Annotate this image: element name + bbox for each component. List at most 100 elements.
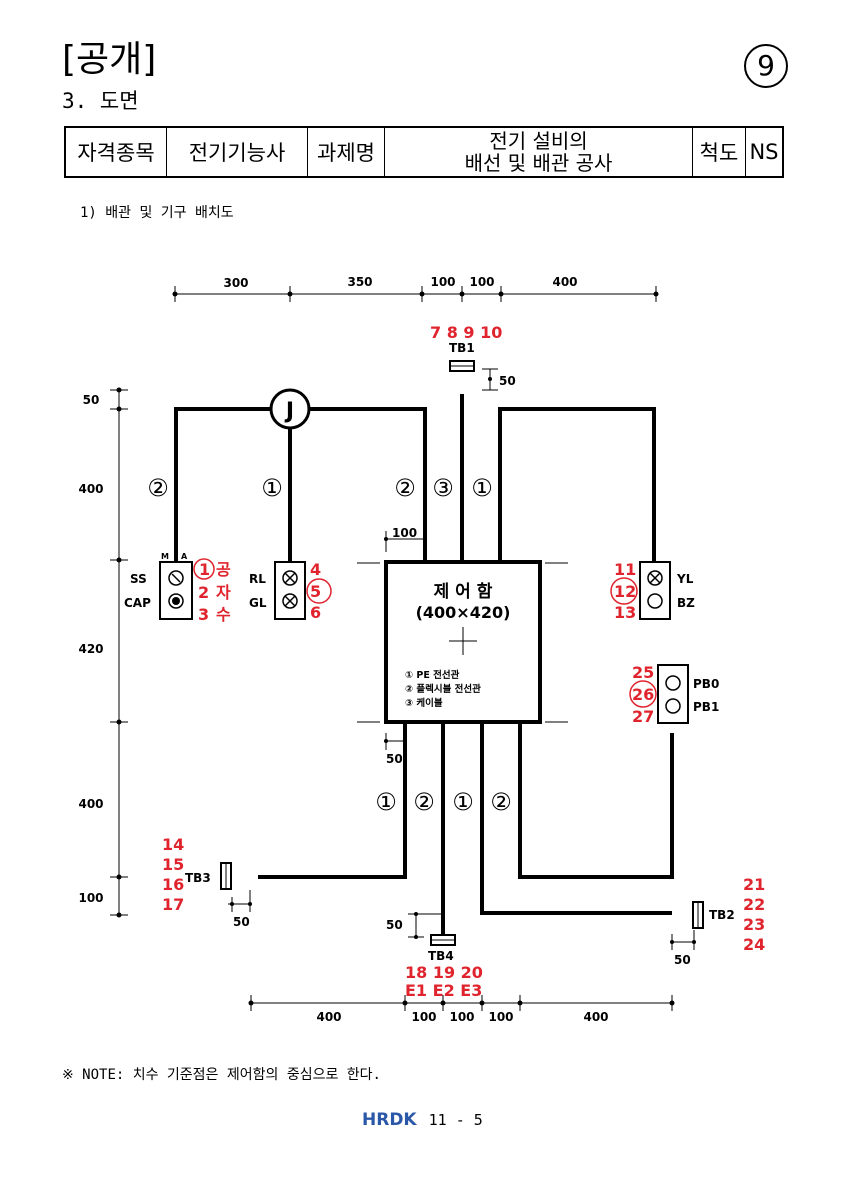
red-tb4-row2: E1 E2 E3	[405, 981, 482, 1000]
red-ss-2: 2	[198, 583, 209, 602]
dimension-note: ※ NOTE: 치수 기준점은 제어함의 중심으로 한다.	[62, 1067, 381, 1083]
label-rl: RL	[249, 572, 266, 586]
red-circle-marks	[193, 558, 657, 708]
red-pb-26: 26	[632, 685, 654, 704]
label-yl: YL	[676, 572, 694, 586]
red-tb2-24: 24	[743, 935, 765, 954]
pipe-mark-tb1: ③	[432, 474, 454, 502]
dim-bottom-2: 100	[449, 1010, 474, 1024]
red-gl-6: 6	[310, 603, 321, 622]
control-box-size: (400×420)	[416, 603, 511, 622]
dim-top-2: 100	[430, 275, 455, 289]
label-pb1: PB1	[693, 700, 719, 714]
label-bz: BZ	[677, 596, 695, 610]
pb-box	[657, 664, 689, 724]
pipe-mark-bottom-2: ②	[413, 788, 435, 816]
qual-label: 자격종목	[64, 126, 167, 178]
dim-top-3: 100	[469, 275, 494, 289]
pipe-mark-right: ①	[471, 474, 493, 502]
red-ja: 자	[216, 583, 231, 602]
control-box-center-cross	[449, 627, 477, 655]
left-dimension-line	[110, 389, 128, 916]
page-circle-number: 9	[744, 44, 788, 88]
label-ma-m: M	[161, 552, 169, 561]
red-gong: 공	[216, 560, 231, 579]
hrdk-logo: HRDK	[362, 1110, 417, 1130]
red-ss-1: 1	[199, 560, 210, 579]
dim-tb4-offset: 50	[386, 918, 403, 932]
dim-box-offset-bottom: 50	[386, 752, 403, 766]
dim-left-2: 420	[78, 642, 103, 656]
pipe-mark-bottom-3: ①	[452, 788, 474, 816]
red-yl-12: 12	[614, 582, 636, 601]
legend-pe: ① PE 전선관	[405, 669, 460, 681]
junction-label: J	[284, 399, 294, 424]
dim-bottom-3: 100	[488, 1010, 513, 1024]
public-mark: [공개]	[62, 39, 157, 80]
scale-label: 척도	[692, 126, 746, 178]
red-tb2-23: 23	[743, 915, 765, 934]
legend-flexible: ② 플렉시블 전선관	[405, 683, 481, 695]
red-tb2-22: 22	[743, 895, 765, 914]
dim-bottom-4: 400	[583, 1010, 608, 1024]
dim-bottom-0: 400	[316, 1010, 341, 1024]
pipe-mark-left: ②	[147, 474, 169, 502]
dim-tb1-offset: 50	[499, 374, 516, 388]
label-cap: CAP	[124, 596, 151, 610]
red-tb3-17: 17	[162, 895, 184, 914]
pipe-mark-rl: ①	[261, 474, 283, 502]
label-gl: GL	[249, 596, 267, 610]
red-ss-3: 3	[198, 605, 209, 624]
label-ma-a: A	[181, 552, 188, 561]
task-line-2: 배선 및 배관 공사	[464, 151, 613, 175]
dim-tb2-offset: 50	[674, 953, 691, 967]
red-pb-25: 25	[632, 663, 654, 682]
label-tb1: TB1	[449, 341, 475, 355]
pipe-mark-bottom-4: ②	[490, 788, 512, 816]
dim-box-offset-top: 100	[392, 526, 417, 540]
dim-tb3-offset: 50	[233, 915, 250, 929]
center-reference-marks	[357, 562, 568, 723]
section-title: 3. 도면	[62, 89, 139, 113]
task-line-1: 전기 설비의	[489, 129, 588, 153]
red-tb2-21: 21	[743, 875, 765, 894]
red-su: 수	[216, 605, 231, 624]
dim-left-3: 400	[78, 797, 103, 811]
red-tb3-14: 14	[162, 835, 184, 854]
task-value: 전기 설비의 배선 및 배관 공사	[384, 126, 693, 178]
conduit-lines	[174, 394, 674, 935]
dim-top-1: 350	[347, 275, 372, 289]
label-tb3: TB3	[185, 871, 211, 885]
pipe-mark-bottom-1: ①	[375, 788, 397, 816]
red-tb4-row1: 18 19 20	[405, 963, 483, 982]
scale-value: NS	[745, 126, 784, 178]
red-tb3-15: 15	[162, 855, 184, 874]
label-tb2: TB2	[709, 908, 735, 922]
red-yl-11: 11	[614, 560, 636, 579]
red-gl-5: 5	[310, 582, 321, 601]
label-ss: SS	[130, 572, 147, 586]
pipe-mark-box-left: ②	[394, 474, 416, 502]
rl-gl-box	[274, 561, 306, 620]
top-dimension-ticks	[172, 291, 659, 297]
legend-cable: ③ 케이블	[405, 697, 443, 709]
header-table: 자격종목 전기기능사 과제명 전기 설비의 배선 및 배관 공사 척도 NS	[64, 126, 784, 178]
footer-page: 11 - 5	[428, 1111, 483, 1129]
task-label: 과제명	[307, 126, 385, 178]
red-pb-27: 27	[632, 707, 654, 726]
junction-box	[269, 388, 311, 430]
red-tb1-nums: 7 8 9 10	[430, 323, 502, 342]
dim-top-4: 400	[552, 275, 577, 289]
dim-left-4: 100	[78, 891, 103, 905]
pb1-button-icon	[665, 698, 681, 714]
label-tb4: TB4	[428, 949, 454, 963]
dim-left-1: 400	[78, 482, 103, 496]
pb0-button-icon	[665, 675, 681, 691]
control-box-title: 제 어 함	[434, 581, 493, 602]
red-rl-4: 4	[310, 560, 321, 579]
label-pb0: PB0	[693, 677, 719, 691]
control-box	[384, 560, 542, 724]
dim-bottom-1: 100	[411, 1010, 436, 1024]
red-yl-13: 13	[614, 603, 636, 622]
